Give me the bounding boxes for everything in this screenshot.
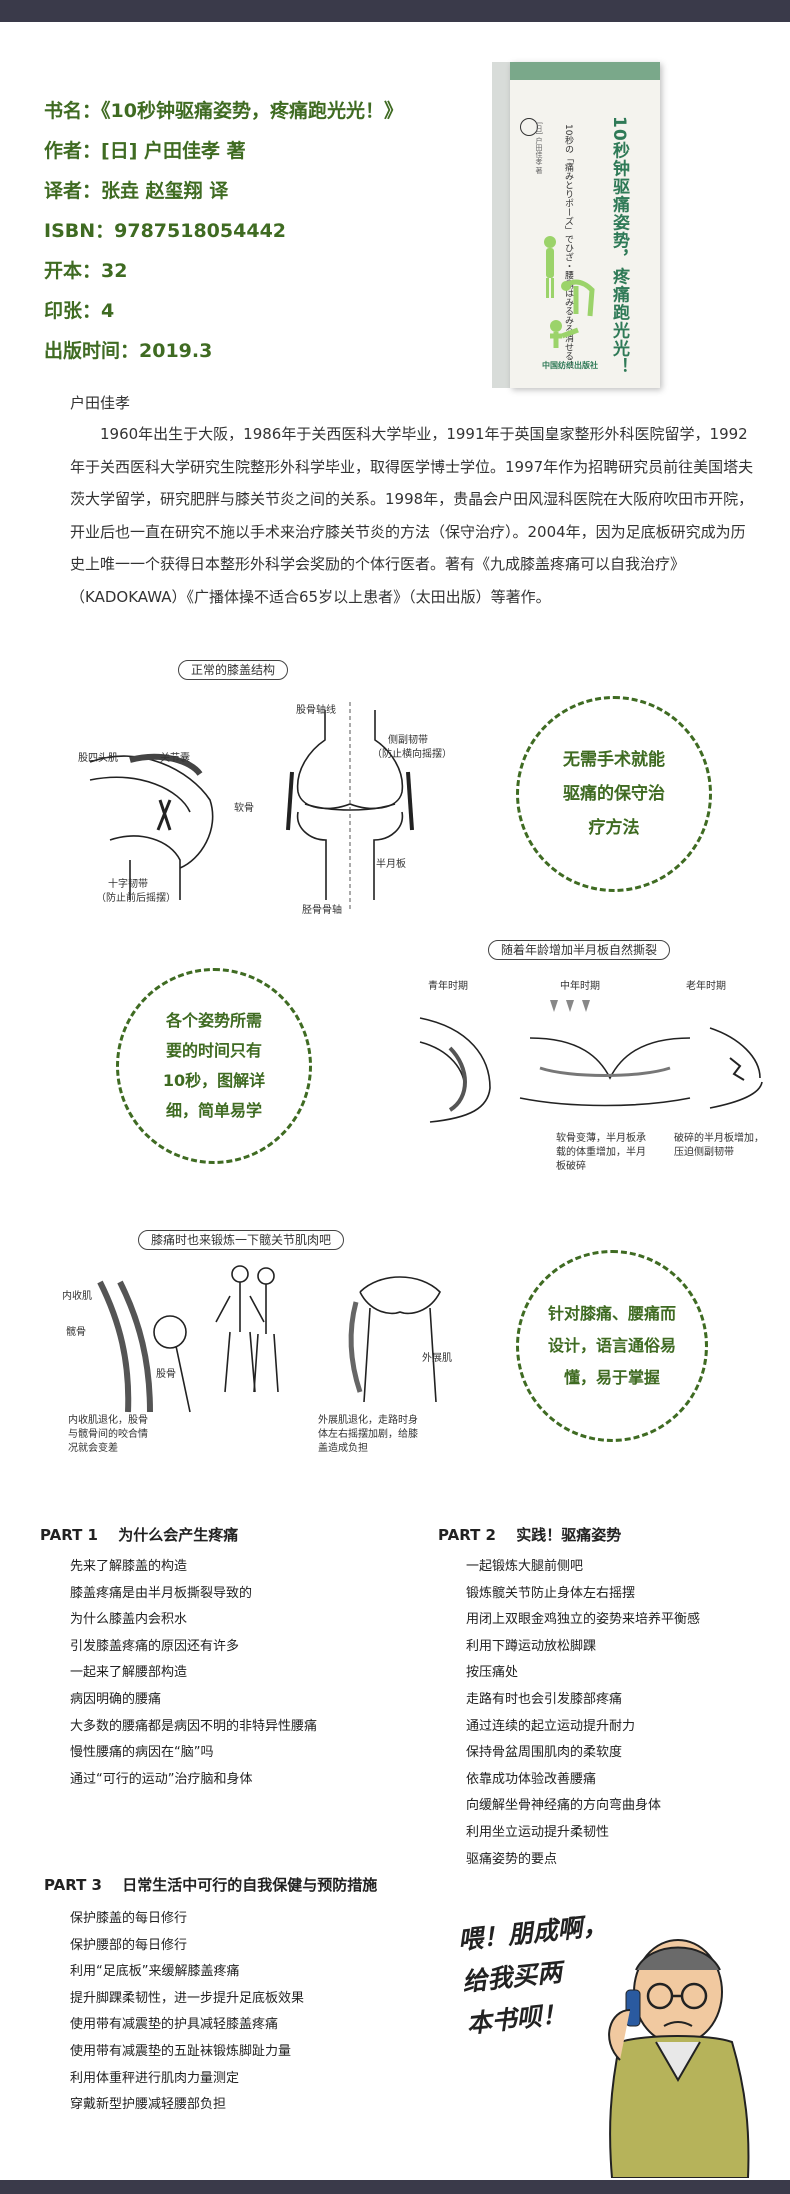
list-item: 引发膝盖疼痛的原因还有许多: [70, 1638, 240, 1654]
list-item: 走路有时也会引发膝部疼痛: [466, 1691, 623, 1707]
feature-circle-2: 各个姿势所需 要的时间只有 10秒，图解详 细，简单易学: [116, 968, 312, 1164]
label-adductor: 内收肌: [62, 1291, 92, 1302]
list-item: 通过连续的起立运动提升耐力: [466, 1718, 636, 1734]
bottom-bar: [0, 2180, 790, 2194]
top-bar: [0, 0, 790, 22]
publisher-logo-icon: [520, 118, 538, 136]
list-item: 利用下蹲运动放松脚踝: [466, 1638, 597, 1654]
hip-muscle-diagram: [97, 1265, 441, 1413]
info-title: 书名：《10秒钟驱痛姿势，疼痛跑光光！》: [44, 100, 403, 122]
stage-middle: 中年时期: [560, 981, 600, 992]
part2-list: 一起锻炼大腿前侧吧 锻炼髋关节防止身体左右摇摆 用闭上双眼金鸡独立的姿势来培养平…: [466, 1554, 700, 1873]
book-cover: [510, 62, 660, 388]
feature-circle-1: 无需手术就能 驱痛的保守治 疗方法: [516, 696, 712, 892]
list-item: 利用体重秤进行肌肉力量测定: [70, 2070, 240, 2086]
label-abductor: 外展肌: [422, 1353, 452, 1364]
label-meniscus: 半月板: [376, 859, 406, 870]
part3-list: 保护膝盖的每日修行 保护腰部的每日修行 利用“足底板”来缓解膝盖疼痛 提升脚踝柔…: [70, 1906, 304, 2119]
info-sheets: 印张：4: [44, 300, 115, 322]
cover-publisher: 中国纺织出版社: [542, 361, 598, 370]
list-item: 保护膝盖的每日修行: [70, 1911, 188, 1926]
cover-title: 10秒钟驱痛姿势，疼痛跑光光！: [609, 116, 629, 376]
info-format: 开本：32: [44, 260, 128, 282]
part1-list: 先来了解膝盖的构造 膝盖疼痛是由半月板撕裂导致的 为什么膝盖内会积水 引发膝盖疼…: [70, 1554, 317, 1793]
list-item: 使用带有减震垫的护具减轻膝盖疼痛: [70, 2017, 279, 2033]
label-cartilage: 软骨: [234, 803, 254, 814]
stage-old: 老年时期: [686, 981, 726, 992]
info-pubdate: 出版时间：2019.3: [44, 340, 213, 362]
cover-band: [510, 62, 660, 80]
label-cruciate-note: （防止前后摇摆）: [96, 893, 176, 904]
label-femur-axis: 股骨轴线: [296, 705, 336, 716]
book-info: 书名：《10秒钟驱痛姿势，疼痛跑光光！》 作者：[日] 户田佳孝 著 译者：张垚…: [44, 96, 403, 376]
stretch-figures-icon: [544, 236, 595, 348]
note-old-age: 破碎的半月板增加，压迫侧副韧带: [674, 1133, 764, 1158]
list-item: 依靠成功体验改善腰痛: [466, 1771, 597, 1787]
list-item: 保护腰部的每日修行: [70, 1937, 188, 1953]
knee-structure-diagram: [89, 702, 414, 912]
part3-title: PART 3 日常生活中可行的自我保健与预防措施: [44, 1876, 378, 1894]
old-man-phone-illustration: [608, 1939, 750, 2178]
list-item: 利用坐立运动提升柔韧性: [466, 1824, 610, 1840]
info-translator: 译者：张垚 赵玺翔 译: [44, 180, 229, 202]
book-spine: [492, 62, 511, 388]
info-isbn: ISBN：9787518054442: [44, 220, 287, 242]
diagram1-caption: 正常的膝盖结构: [178, 660, 289, 680]
list-item: 一起锻炼大腿前侧吧: [466, 1559, 584, 1574]
note-abductor: 外展肌退化，走路时身体左右摇摆加剧，给膝盖造成负担: [318, 1415, 418, 1454]
list-item: 提升脚踝柔韧性，进一步提升足底板效果: [70, 1990, 305, 2006]
list-item: 驱痛姿势的要点: [466, 1851, 558, 1867]
label-hip-bone: 髋骨: [66, 1327, 86, 1338]
list-item: 通过“可行的运动”治疗脑和身体: [70, 1771, 253, 1787]
label-collateral-note: （防止横向摇摆）: [372, 749, 452, 760]
cover-subtitle: 10秒の「痛みとりポーズ」でひざ・腰痛はみるみる消せる！: [563, 124, 573, 370]
list-item: 为什么膝盖内会积水: [70, 1612, 188, 1628]
author-bio: 1960年出生于大阪，1986年于关西医科大学毕业，1991年于英国皇家整形外科…: [70, 425, 754, 606]
label-femur: 股骨: [156, 1369, 176, 1380]
stage-young: 青年时期: [428, 981, 468, 992]
label-cruciate-ligament: 十字韧带: [108, 879, 148, 890]
list-item: 锻炼髋关节防止身体左右摇摆: [466, 1585, 636, 1601]
label-quadriceps: 股四头肌: [78, 753, 118, 764]
diagram2-caption: 随着年龄增加半月板自然撕裂: [488, 940, 671, 960]
part1-title: PART 1 为什么会产生疼痛: [40, 1526, 239, 1544]
list-item: 使用带有减震垫的五趾袜锻炼脚趾力量: [70, 2043, 292, 2059]
author-name: 户田佳孝: [70, 394, 131, 412]
list-item: 向缓解坐骨神经痛的方向弯曲身体: [466, 1798, 662, 1814]
book-cover-image: 10秒钟驱痛姿势，疼痛跑光光！ 10秒の「痛みとりポーズ」でひざ・腰痛はみるみる…: [492, 62, 660, 388]
label-tibia-axis: 胫骨骨轴: [302, 905, 342, 916]
list-item: 用闭上双眼金鸡独立的姿势来培养平衡感: [466, 1612, 701, 1628]
list-item: 一起来了解腰部构造: [70, 1665, 188, 1681]
list-item: 膝盖疼痛是由半月板撕裂导致的: [70, 1585, 253, 1601]
list-item: 穿戴新型护腰减轻腰部负担: [70, 2097, 227, 2113]
label-joint-capsule: 关节囊: [160, 753, 190, 764]
meniscus-aging-diagram: [419, 1000, 763, 1123]
feature-circle-3: 针对膝痛、腰痛而 设计，语言通俗易 懂，易于掌握: [516, 1250, 708, 1442]
list-item: 保持骨盆周围肌肉的柔软度: [466, 1745, 623, 1761]
list-item: 先来了解膝盖的构造: [70, 1559, 188, 1574]
list-item: 大多数的腰痛都是病因不明的非特异性腰痛: [70, 1718, 318, 1734]
list-item: 按压痛处: [466, 1665, 519, 1681]
list-item: 病因明确的腰痛: [70, 1691, 162, 1707]
note-middle-age: 软骨变薄，半月板承载的体重增加，半月板破碎: [556, 1133, 646, 1172]
diagram3-caption: 膝痛时也来锻炼一下髋关节肌肉吧: [138, 1230, 345, 1250]
list-item: 慢性腰痛的病因在“脑”吗: [70, 1745, 214, 1761]
cover-author: [日] 户田佳孝 著: [535, 122, 543, 174]
label-collateral-ligament: 侧副韧带: [388, 735, 428, 746]
note-adductor: 内收肌退化，股骨与髋骨间的咬合情况就会变差: [68, 1415, 148, 1454]
info-author: 作者：[日] 户田佳孝 著: [44, 140, 246, 162]
list-item: 利用“足底板”来缓解膝盖疼痛: [70, 1964, 240, 1980]
part2-title: PART 2 实践！驱痛姿势: [438, 1526, 622, 1544]
